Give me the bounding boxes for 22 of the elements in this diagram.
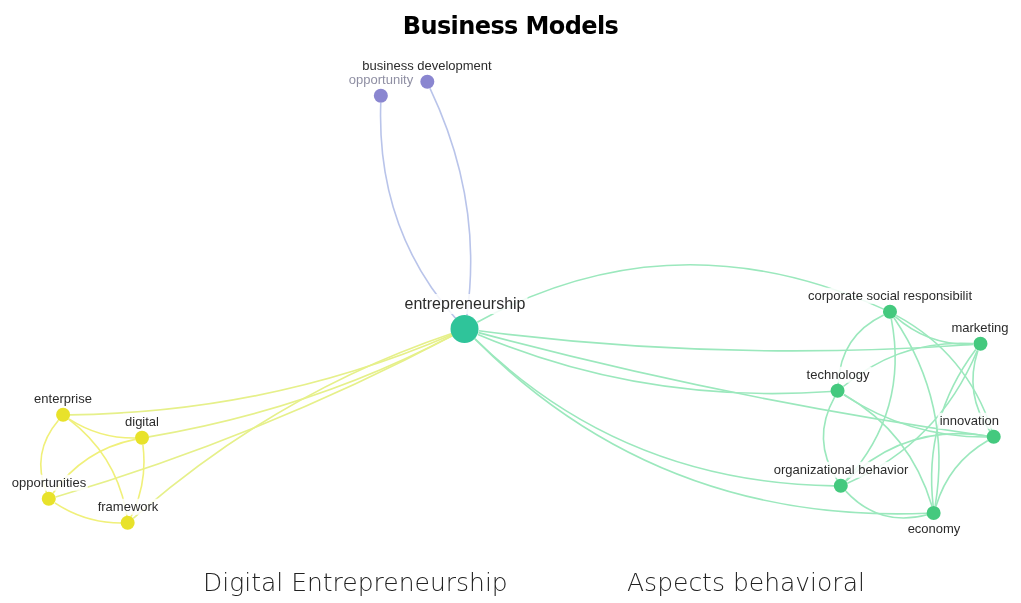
link-curve [477, 333, 832, 395]
link-curve [930, 348, 977, 507]
link-curve [54, 334, 454, 498]
link-curve [379, 102, 457, 320]
link-curve [843, 394, 988, 438]
link-curve [935, 439, 989, 508]
cluster-label: Aspects behavioral [627, 566, 865, 599]
link-curve [843, 393, 933, 508]
link-curve [132, 332, 453, 520]
link-curve [895, 314, 993, 432]
link-curve [429, 87, 472, 316]
link-curve [69, 333, 453, 416]
link-curve [474, 338, 928, 515]
link-curve [844, 318, 896, 482]
link-curve [893, 317, 940, 507]
link-curve [54, 502, 122, 524]
keyword-node: entrepreneurship [402, 294, 528, 343]
cluster-label: Digital Entrepreneurship [203, 566, 508, 599]
diagram-title: Business Models [402, 11, 619, 42]
link-curve [894, 315, 974, 346]
link-curve [844, 490, 929, 519]
link-curve [68, 418, 136, 439]
